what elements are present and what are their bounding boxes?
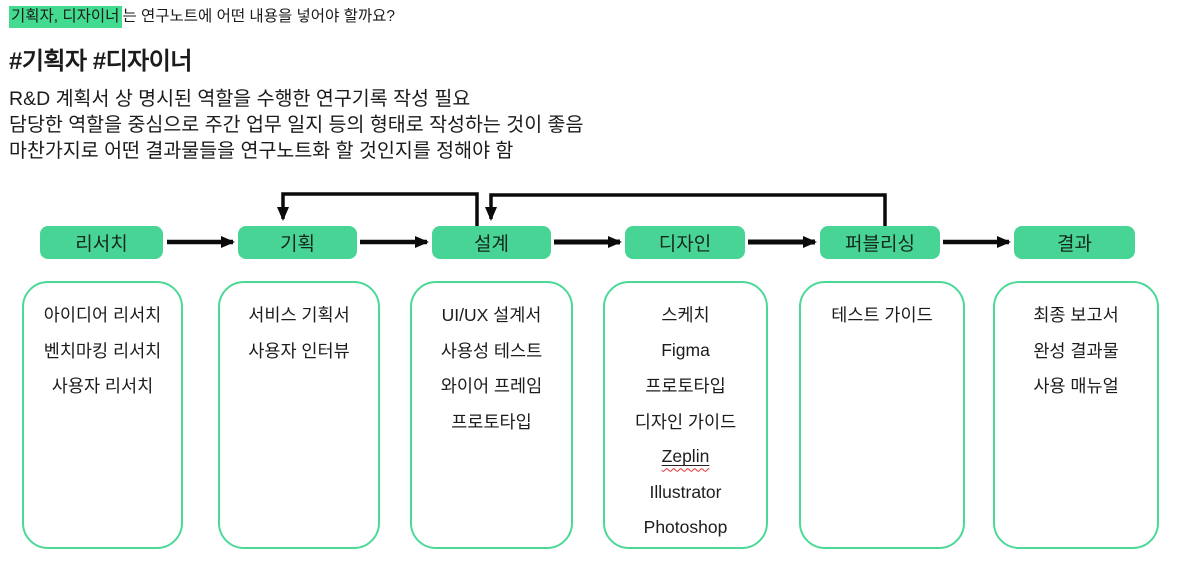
stage-item: 프로토타입 [645, 376, 726, 397]
stage-pill-design: 디자인 [625, 226, 745, 259]
stage-items-architecture: UI/UX 설계서 사용성 테스트 와이어 프레임 프로토타입 [410, 281, 573, 549]
stage-pill-research: 리서치 [40, 226, 163, 259]
stage-pill-publishing: 퍼블리싱 [820, 226, 940, 259]
stage-item: 사용성 테스트 [440, 340, 543, 361]
question-rest: 는 연구노트에 어떤 내용을 넣어야 할까요? [122, 8, 396, 25]
description-line-3: 마찬가지로 어떤 결과물들을 연구노트화 할 것인지를 정해야 함 [9, 140, 514, 162]
description-line-2: 담당한 역할을 중심으로 주간 업무 일지 등의 형태로 작성하는 것이 좋음 [9, 114, 584, 136]
stage-item: 사용자 리서치 [51, 376, 154, 397]
stage-items-design: 스케치 Figma 프로토타입 디자인 가이드 Zeplin Illustrat… [603, 281, 768, 549]
stage-item: UI/UX 설계서 [441, 305, 542, 326]
hashtags-heading: #기획자 #디자이너 [9, 48, 192, 75]
stage-item: 디자인 가이드 [634, 411, 737, 432]
stage-item: Photoshop [643, 517, 728, 538]
description-paragraph: R&D 계획서 상 명시된 역할을 수행한 연구기록 작성 필요 담당한 역할을… [9, 86, 583, 164]
stage-item: 와이어 프레임 [440, 376, 543, 397]
stage-items-result: 최종 보고서 완성 결과물 사용 매뉴얼 [993, 281, 1159, 549]
question-highlight: 기획자, 디자이너 [9, 6, 123, 28]
stage-pill-planning: 기획 [238, 226, 357, 259]
stage-item: 아이디어 리서치 [43, 305, 162, 326]
stage-item: 스케치 [661, 305, 710, 326]
stage-item: 프로토타입 [451, 411, 532, 432]
description-line-1: R&D 계획서 상 명시된 역할을 수행한 연구기록 작성 필요 [9, 88, 471, 110]
stage-item: 완성 결과물 [1033, 340, 1119, 361]
stage-item: Figma [661, 339, 710, 360]
stage-item: 테스트 가이드 [831, 305, 933, 326]
stage-pill-result: 결과 [1014, 226, 1135, 259]
feedback-arrow-architecture-to-planning [277, 192, 479, 226]
stage-item: Illustrator [649, 481, 722, 502]
stage-item: 서비스 기획서 [248, 305, 350, 326]
stage-item: 최종 보고서 [1033, 305, 1119, 326]
stage-pill-architecture: 설계 [432, 226, 551, 259]
stage-items-planning: 서비스 기획서 사용자 인터뷰 [218, 281, 380, 549]
stage-item: 사용 매뉴얼 [1033, 376, 1119, 397]
stage-item: 사용자 인터뷰 [248, 340, 350, 361]
stage-item: 벤치마킹 리서치 [43, 340, 162, 361]
stage-items-publishing: 테스트 가이드 [799, 281, 965, 549]
feedback-arrow-publishing-to-architecture [485, 193, 887, 226]
stage-item-zeplin: Zeplin [661, 446, 710, 467]
stage-items-research: 아이디어 리서치 벤치마킹 리서치 사용자 리서치 [22, 281, 183, 549]
